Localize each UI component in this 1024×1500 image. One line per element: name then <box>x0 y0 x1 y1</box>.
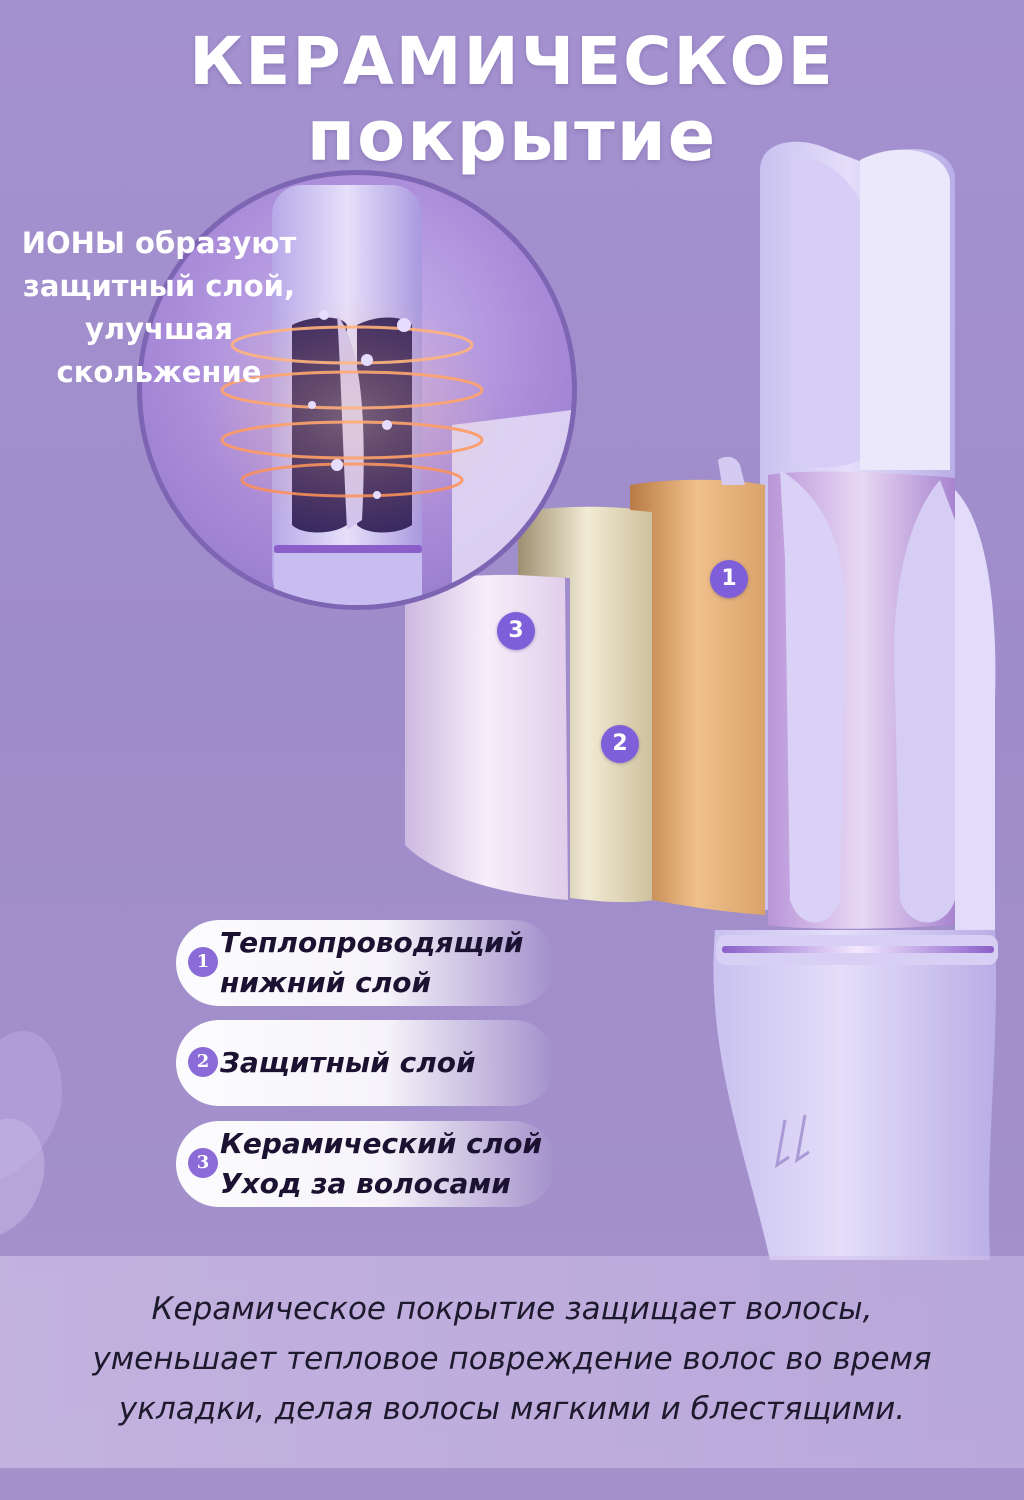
legend-label: Керамический слой Уход за волосами <box>220 1121 580 1207</box>
description-band <box>0 1256 1024 1468</box>
legend-label: Защитный слой <box>220 1020 580 1106</box>
legend-line: Теплопроводящий <box>220 926 524 959</box>
ion-effect-illustration <box>202 185 572 605</box>
layer-badge-1: 1 <box>710 560 748 598</box>
legend-label: Теплопроводящий нижний слой <box>220 920 580 1006</box>
description-line: уменьшает тепловое повреждение волос во … <box>92 1341 932 1377</box>
page-title-line2: покрытие <box>306 95 718 177</box>
legend-line: нижний слой <box>220 966 432 999</box>
ion-caption-line: защитный слой, <box>23 269 295 303</box>
legend-line: Уход за волосами <box>220 1167 511 1200</box>
legend-number: 2 <box>188 1047 218 1077</box>
ion-caption-line: улучшая <box>85 312 233 346</box>
description-line: Керамическое покрытие защищает волосы, <box>151 1291 873 1327</box>
ion-caption-line: скольжение <box>56 355 262 389</box>
description-text: Керамическое покрытие защищает волосы, у… <box>40 1284 984 1434</box>
legend-item-2: 2 Защитный слой <box>176 1020 556 1106</box>
ion-caption: ИОНЫ образуют защитный слой, улучшая ско… <box>14 222 304 394</box>
legend-line: Керамический слой <box>220 1127 543 1160</box>
legend-number: 1 <box>188 947 218 977</box>
layer-badge-2: 2 <box>601 725 639 763</box>
legend-number: 3 <box>188 1148 218 1178</box>
legend-item-3: 3 Керамический слой Уход за волосами <box>176 1121 556 1207</box>
description-line: укладки, делая волосы мягкими и блестящи… <box>118 1391 906 1427</box>
zoom-circle <box>137 170 577 610</box>
layer-badge-3: 3 <box>497 612 535 650</box>
ion-caption-line: ИОНЫ образуют <box>21 226 297 260</box>
page-title-line1: КЕРАМИЧЕСКОЕ <box>189 23 835 100</box>
legend-item-1: 1 Теплопроводящий нижний слой <box>176 920 556 1006</box>
legend-line: Защитный слой <box>220 1046 476 1079</box>
